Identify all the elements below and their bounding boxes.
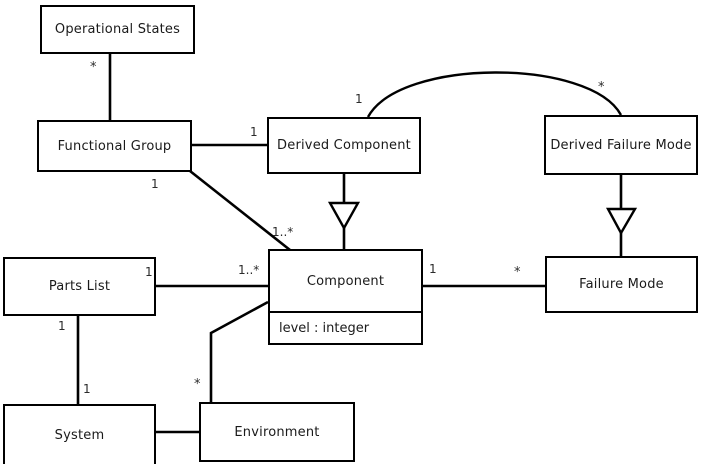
generalization-triangle-component <box>327 201 361 231</box>
class-box-environment[interactable]: Environment <box>199 402 355 462</box>
class-box-derived-failure-mode[interactable]: Derived Failure Mode <box>544 115 698 175</box>
multiplicity-parts-list-component-end: 1..* <box>238 263 260 277</box>
class-box-component[interactable]: Component level : integer <box>268 249 423 345</box>
class-name-parts-list: Parts List <box>48 279 111 294</box>
class-box-operational-states[interactable]: Operational States <box>40 5 195 54</box>
multiplicity-functional-group-derived-component: 1 <box>250 125 258 139</box>
multiplicity-environment-end: * <box>194 377 201 392</box>
class-name-operational-states: Operational States <box>54 22 181 37</box>
generalization-triangle-failure-mode <box>605 207 638 236</box>
multiplicity-component-failure-end: 1 <box>429 262 437 276</box>
class-box-parts-list[interactable]: Parts List <box>3 257 156 316</box>
multiplicity-functional-group-component: 1 <box>151 177 159 191</box>
class-name-environment: Environment <box>234 424 320 440</box>
class-box-derived-component[interactable]: Derived Component <box>267 117 421 174</box>
multiplicity-operational-states-end: * <box>90 60 97 75</box>
multiplicity-derived-failure-mode-curve-end: * <box>598 80 605 95</box>
class-name-failure-mode: Failure Mode <box>579 277 664 292</box>
class-name-component: Component <box>306 273 385 289</box>
multiplicity-system-end: 1 <box>83 382 91 396</box>
multiplicity-parts-list-end: 1 <box>145 265 153 279</box>
multiplicity-functional-group-component-end: 1..* <box>272 225 294 239</box>
multiplicity-derived-component-curve-end: 1 <box>355 92 363 106</box>
class-name-derived-component: Derived Component <box>277 138 411 153</box>
line-functional-group-component <box>189 169 291 252</box>
class-name-system: System <box>54 427 105 443</box>
class-box-system[interactable]: System <box>3 404 156 464</box>
multiplicity-failure-mode-end: * <box>514 265 521 280</box>
multiplicity-parts-list-system-end: 1 <box>58 319 66 333</box>
line-component-environment <box>209 300 269 402</box>
class-name-functional-group: Functional Group <box>57 138 172 154</box>
class-attribute-component-level: level : integer <box>270 311 421 343</box>
class-box-failure-mode[interactable]: Failure Mode <box>545 256 698 313</box>
class-box-functional-group[interactable]: Functional Group <box>37 120 192 172</box>
curve-derived-component-derived-failure-mode <box>366 71 623 118</box>
class-name-derived-failure-mode: Derived Failure Mode <box>550 137 692 153</box>
